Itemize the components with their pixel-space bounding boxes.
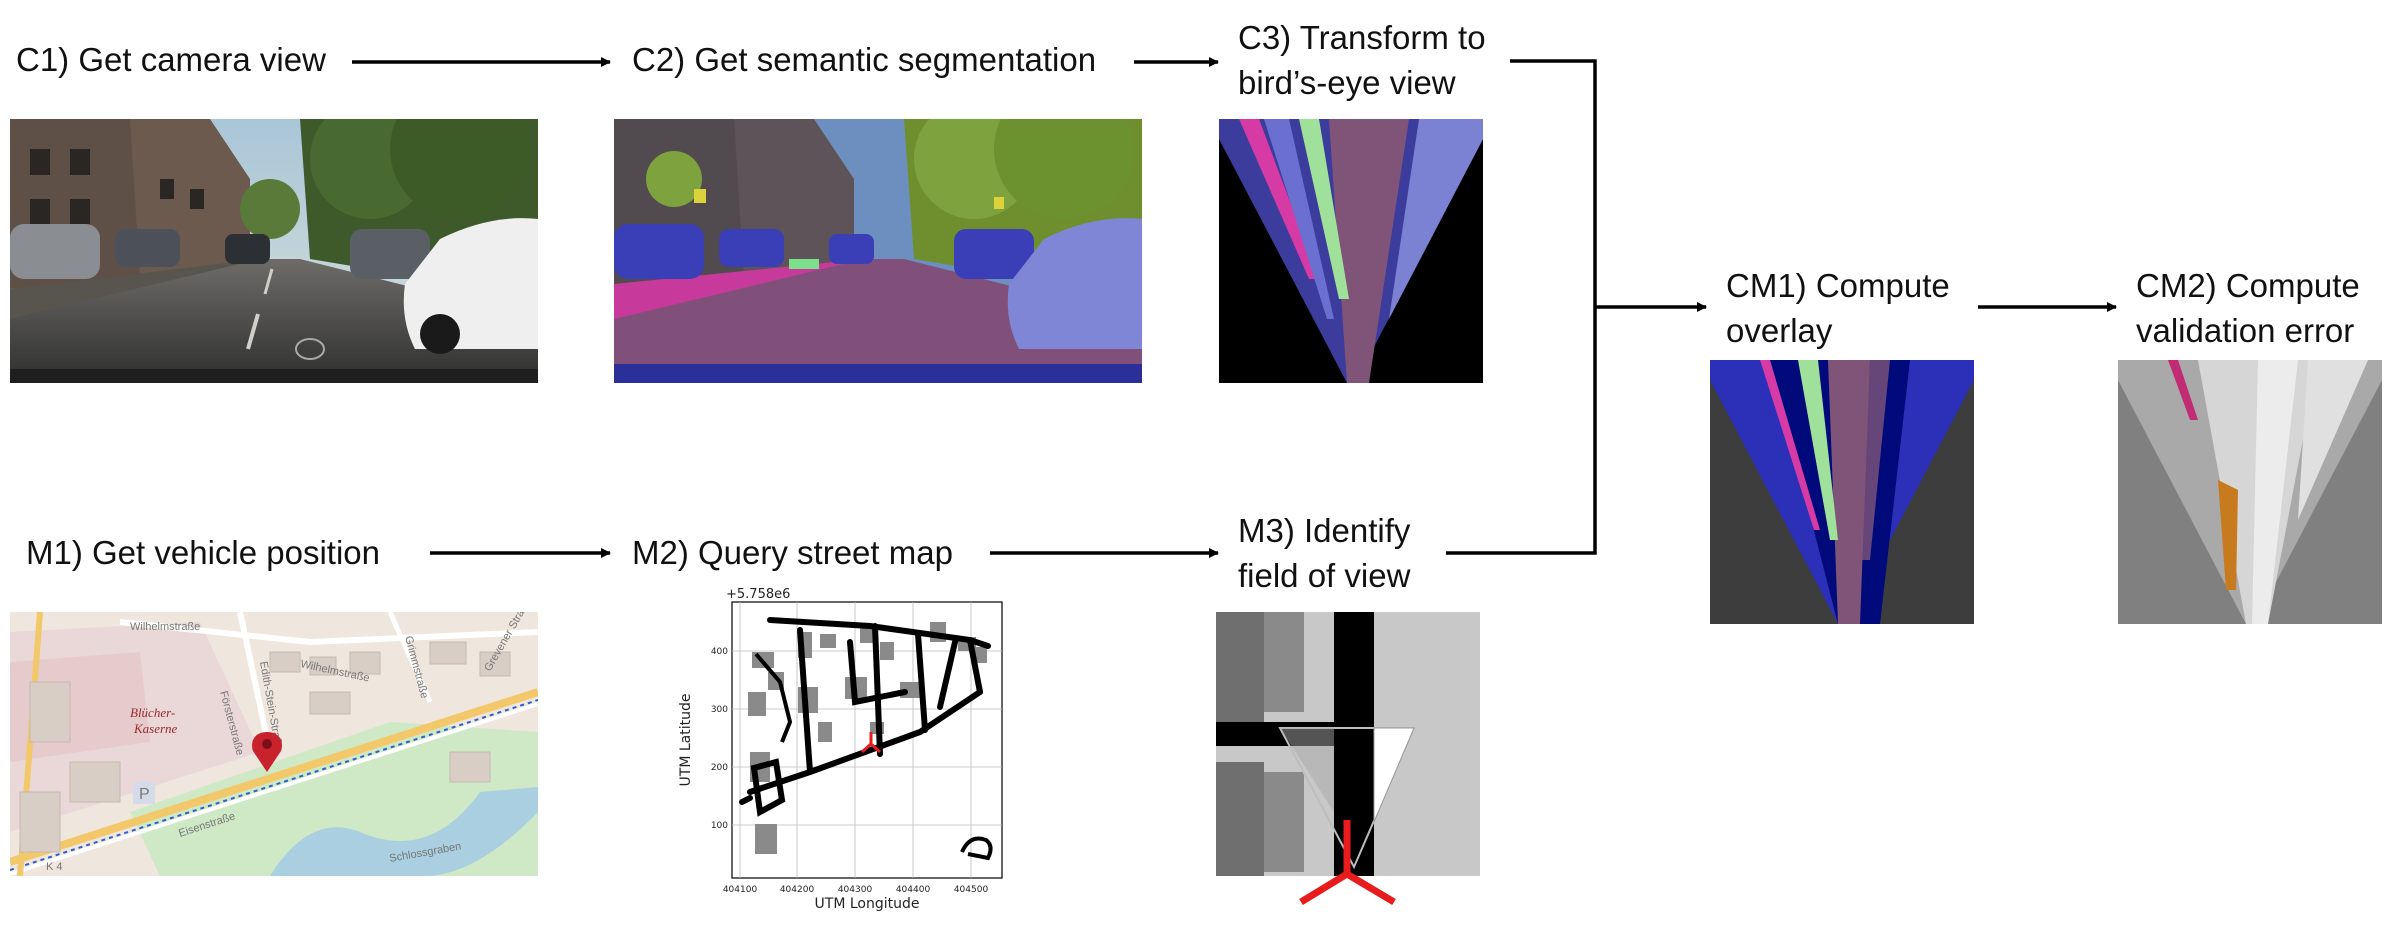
plot-ytick-3: 100 <box>711 821 728 831</box>
map-label-place-line2: Kaserne <box>133 721 178 736</box>
step-cm1-label-line2: overlay <box>1726 312 1833 349</box>
map-label-parking: P <box>139 786 150 803</box>
map-label-place-line1: Blücher- <box>130 705 175 720</box>
step-c3-label-line1: C3) Transform to <box>1238 19 1486 56</box>
step-c1-label: C1) Get camera view <box>16 41 326 78</box>
overlay-image <box>1710 360 1974 624</box>
plot-ytick-0: 400 <box>711 647 728 657</box>
step-cm1-label-line1: CM1) Compute <box>1726 267 1950 304</box>
validation-error-image <box>2118 360 2382 624</box>
plot-vehicle-marker-icon <box>861 732 881 754</box>
step-m3-label-line1: M3) Identify <box>1238 512 1411 549</box>
semantic-segmentation-image <box>614 119 1142 383</box>
map-label-street-0: Wilhelmstraße <box>130 621 200 633</box>
plot-xtick-1: 404200 <box>780 885 815 895</box>
plot-ytick-1: 300 <box>711 705 728 715</box>
birds-eye-view-image <box>1219 119 1483 383</box>
step-c2-label: C2) Get semantic segmentation <box>632 41 1097 78</box>
step-c3-label-line2: bird’s-eye view <box>1238 64 1456 101</box>
plot-xlabel: UTM Longitude <box>815 896 920 912</box>
map-label-street-8: K 4 <box>46 861 63 873</box>
step-m3-label-line2: field of view <box>1238 557 1411 594</box>
map-pin-icon <box>252 732 282 772</box>
plot-xtick-0: 404100 <box>723 885 758 895</box>
camera-view-image <box>10 119 538 383</box>
fov-vehicle-marker-icon <box>1299 820 1396 906</box>
plot-xtick-2: 404300 <box>838 885 873 895</box>
field-of-view-image <box>1216 612 1480 910</box>
vehicle-position-map: Wilhelmstraße Wilhelmstraße Försterstraß… <box>10 612 538 876</box>
step-m1-label: M1) Get vehicle position <box>26 534 380 571</box>
plot-xtick-4: 404500 <box>954 885 989 895</box>
plot-ytick-2: 200 <box>711 763 728 773</box>
plot-xtick-3: 404400 <box>896 885 931 895</box>
step-cm2-label-line1: CM2) Compute <box>2136 267 2360 304</box>
street-map-plot: +5.758e6 <box>670 582 1020 912</box>
step-m2-label: M2) Query street map <box>632 534 953 571</box>
plot-ylabel: UTM Latitude <box>678 694 694 787</box>
plot-offset-label: +5.758e6 <box>726 587 790 602</box>
step-cm2-label-line2: validation error <box>2136 312 2355 349</box>
